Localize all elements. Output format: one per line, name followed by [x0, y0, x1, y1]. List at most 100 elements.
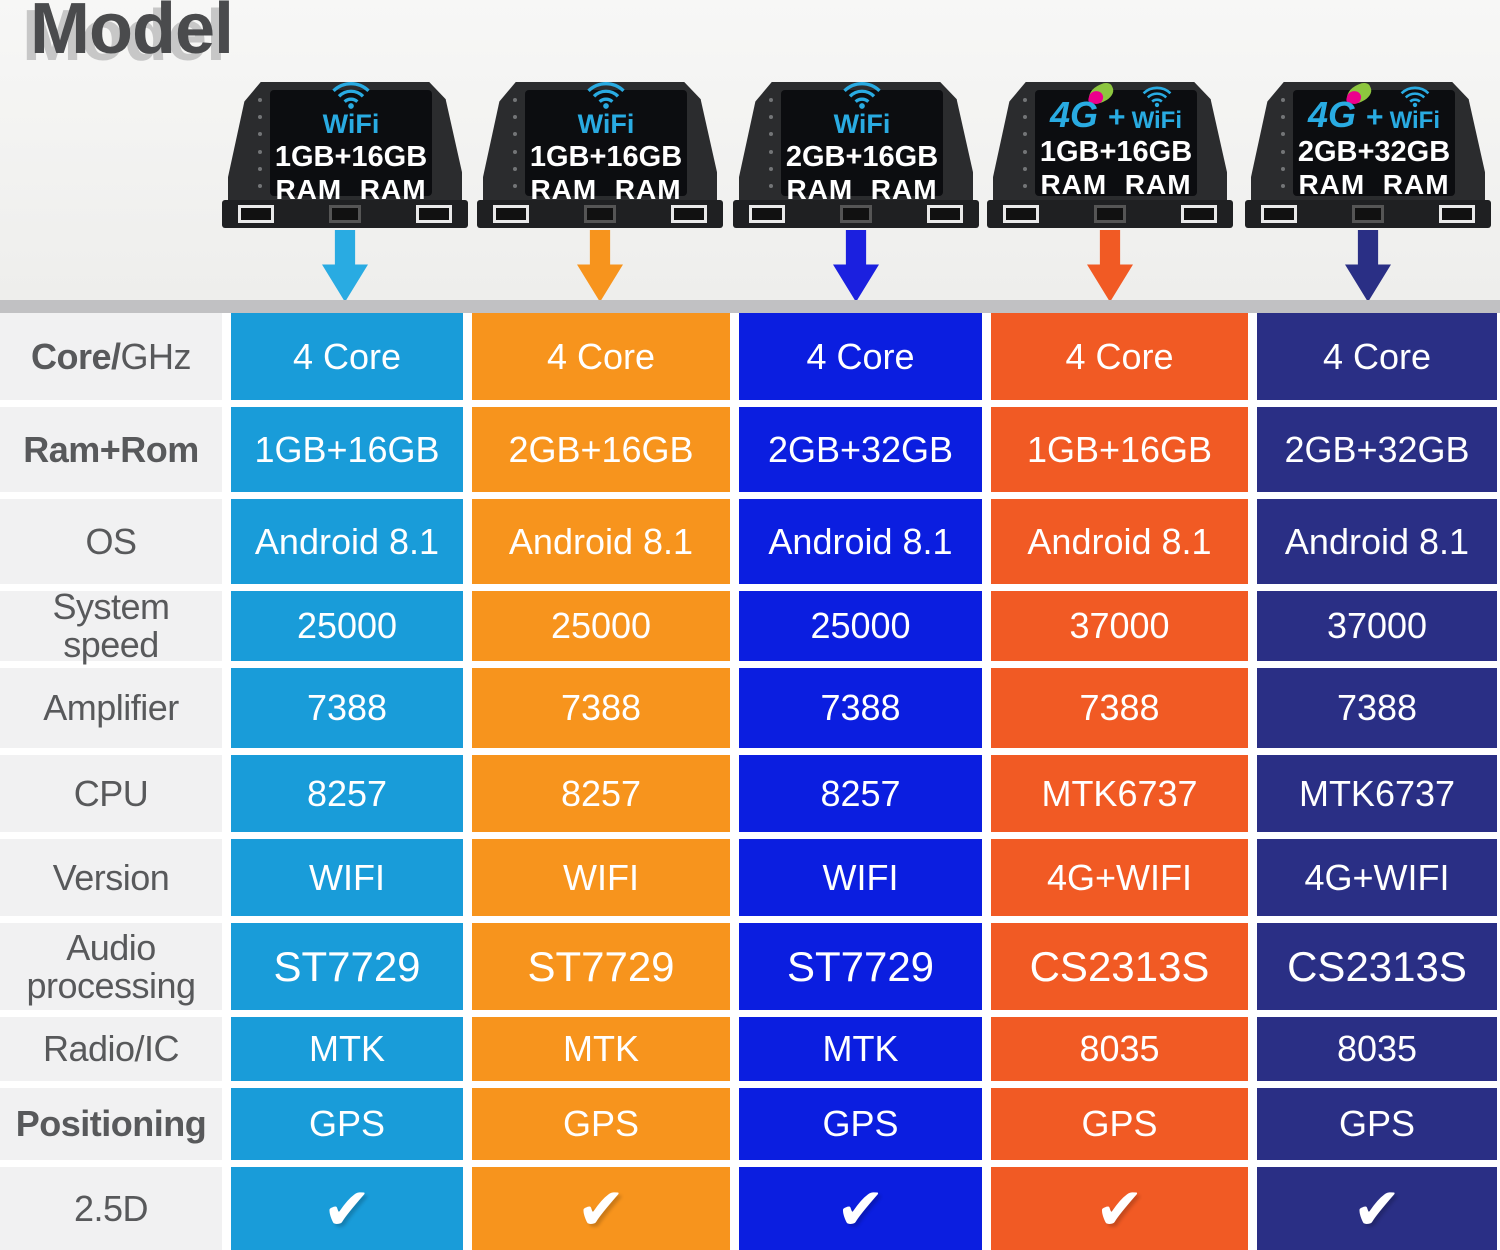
cell-radio-1: MTK [231, 1017, 463, 1081]
4g-badge: 4G [1308, 97, 1360, 133]
product-device-2: WiFi 1GB+16GB RAM RAM [477, 82, 723, 228]
plus-sign: + [1108, 101, 1126, 134]
row-label-os: OS [0, 499, 222, 584]
device-base [987, 200, 1233, 228]
cell-gps-2: GPS [472, 1088, 730, 1160]
4g-badge: 4G [1050, 97, 1102, 133]
cell-speed-5: 37000 [1257, 591, 1497, 661]
row-label-positioning: Positioning [0, 1088, 222, 1160]
cell-os-3: Android 8.1 [739, 499, 982, 584]
cell-core-1: 4 Core [231, 313, 463, 400]
row-label-amplifier: Amplifier [0, 668, 222, 748]
device-screen: 4G + WiFi 2GB+32GB RAM RAM [1293, 86, 1455, 200]
device-base [477, 200, 723, 228]
cell-os-5: Android 8.1 [1257, 499, 1497, 584]
wifi-label: WiFi [577, 109, 635, 139]
cell-radio-4: 8035 [991, 1017, 1248, 1081]
cell-cpu-3: 8257 [739, 755, 982, 832]
cell-gps-4: GPS [991, 1088, 1248, 1160]
cell-ramrom-5: 2GB+32GB [1257, 407, 1497, 492]
page-title: Model [30, 0, 234, 69]
down-arrow-2 [577, 230, 623, 302]
device-ram-label: RAM RAM [275, 174, 427, 205]
cell-radio-3: MTK [739, 1017, 982, 1081]
cell-version-3: WIFI [739, 839, 982, 916]
cell-amp-2: 7388 [472, 668, 730, 748]
row-label-core-ghz: Core/GHz [0, 313, 222, 400]
product-device-5: 4G + WiFi 2GB+32GB RAM RAM [1245, 82, 1491, 228]
device-memory-label: 1GB+16GB [1039, 136, 1193, 168]
checkmark-icon: ✔ [991, 1167, 1248, 1250]
device-memory-label: 2GB+32GB [1297, 136, 1451, 168]
wifi-icon [1142, 86, 1172, 108]
device-buttons [769, 98, 773, 188]
product-device-4: 4G + WiFi 1GB+16GB RAM RAM [987, 82, 1233, 228]
cell-amp-3: 7388 [739, 668, 982, 748]
divider-band [0, 300, 1500, 313]
cell-radio-2: MTK [472, 1017, 730, 1081]
device-base [222, 200, 468, 228]
cell-core-4: 4 Core [991, 313, 1248, 400]
cell-gps-5: GPS [1257, 1088, 1497, 1160]
row-label-audio-processing: Audio processing [0, 923, 222, 1010]
device-base [733, 200, 979, 228]
device-ram-label: RAM RAM [786, 174, 938, 205]
device-screen: WiFi 2GB+16GB RAM RAM [781, 82, 943, 205]
row-label-version: Version [0, 839, 222, 916]
device-buttons [513, 98, 517, 188]
cell-ramrom-1: 1GB+16GB [231, 407, 463, 492]
cell-cpu-4: MTK6737 [991, 755, 1248, 832]
cell-os-4: Android 8.1 [991, 499, 1248, 584]
cell-amp-4: 7388 [991, 668, 1248, 748]
cell-core-5: 4 Core [1257, 313, 1497, 400]
wifi-icon [587, 82, 625, 109]
cell-cpu-1: 8257 [231, 755, 463, 832]
device-buttons [1023, 98, 1027, 188]
cell-core-2: 4 Core [472, 313, 730, 400]
device-buttons [1281, 98, 1285, 188]
device-buttons [258, 98, 262, 188]
device-ram-label: RAM RAM [1040, 169, 1192, 200]
cell-audio-1: ST7729 [231, 923, 463, 1010]
cell-speed-4: 37000 [991, 591, 1248, 661]
cell-radio-5: 8035 [1257, 1017, 1497, 1081]
down-arrow-3 [833, 230, 879, 302]
cell-os-1: Android 8.1 [231, 499, 463, 584]
device-memory-label: 1GB+16GB [274, 141, 428, 173]
down-arrow-4 [1087, 230, 1133, 302]
checkmark-icon: ✔ [231, 1167, 463, 1250]
cell-speed-3: 25000 [739, 591, 982, 661]
product-device-1: WiFi 1GB+16GB RAM RAM [222, 82, 468, 228]
row-label-cpu: CPU [0, 755, 222, 832]
device-ram-label: RAM RAM [1298, 169, 1450, 200]
cell-ramrom-3: 2GB+32GB [739, 407, 982, 492]
cell-version-4: 4G+WIFI [991, 839, 1248, 916]
wifi-icon [843, 82, 881, 109]
row-label-25d: 2.5D [0, 1167, 222, 1250]
device-screen: WiFi 1GB+16GB RAM RAM [270, 82, 432, 205]
cell-version-1: WIFI [231, 839, 463, 916]
cell-cpu-2: 8257 [472, 755, 730, 832]
down-arrow-1 [322, 230, 368, 302]
down-arrow-5 [1345, 230, 1391, 302]
product-device-3: WiFi 2GB+16GB RAM RAM [733, 82, 979, 228]
wifi-label: WiFi [322, 109, 380, 139]
cell-audio-4: CS2313S [991, 923, 1248, 1010]
checkmark-icon: ✔ [472, 1167, 730, 1250]
row-label-system-speed: System speed [0, 588, 222, 663]
plus-sign: + [1366, 101, 1384, 134]
checkmark-icon: ✔ [1257, 1167, 1497, 1250]
device-screen: 4G + WiFi 1GB+16GB RAM RAM [1035, 86, 1197, 200]
cell-speed-2: 25000 [472, 591, 730, 661]
cell-ramrom-4: 1GB+16GB [991, 407, 1248, 492]
cell-version-2: WIFI [472, 839, 730, 916]
wifi-label: WiFi [1389, 107, 1440, 134]
device-screen: WiFi 1GB+16GB RAM RAM [525, 82, 687, 205]
cell-speed-1: 25000 [231, 591, 463, 661]
cell-gps-3: GPS [739, 1088, 982, 1160]
hero-section: Model WiFi [0, 0, 1500, 302]
cell-audio-3: ST7729 [739, 923, 982, 1010]
cell-amp-5: 7388 [1257, 668, 1497, 748]
cell-core-3: 4 Core [739, 313, 982, 400]
checkmark-icon: ✔ [739, 1167, 982, 1250]
